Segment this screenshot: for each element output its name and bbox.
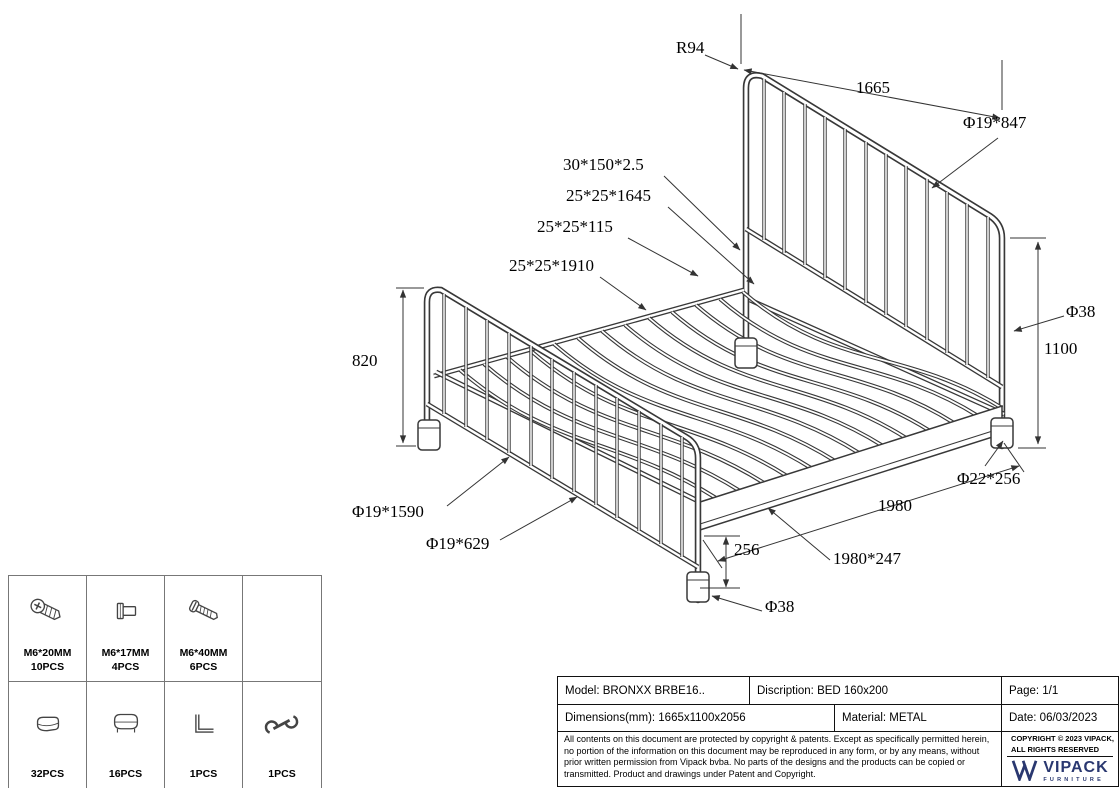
title-block-row-2: Dimensions(mm): 1665x1100x2056 Material:… <box>558 705 1118 732</box>
dim-label-width-1665: 1665 <box>856 78 890 97</box>
part-cell-m6-17: M6*17MM 4PCS <box>87 576 165 682</box>
part-spec: M6*20MM <box>23 646 72 659</box>
part-spec: M6*40MM <box>179 646 228 659</box>
copyright-lines: COPYRIGHT © 2023 VIPACK, ALL RIGHTS RESE… <box>1006 732 1114 756</box>
barrel-nut-icon <box>103 576 149 646</box>
part-qty: 1PCS <box>268 767 296 780</box>
part-qty: 16PCS <box>108 767 143 780</box>
part-cell-caps-16: 16PCS <box>87 682 165 788</box>
footboard <box>423 286 702 604</box>
brand-name: VIPACK <box>1043 759 1109 776</box>
dim-label-height-820: 820 <box>352 351 378 370</box>
dim-label-tube-25-1910: 25*25*1910 <box>509 256 594 275</box>
description-cell: Discription: BED 160x200 <box>750 677 1002 705</box>
flat-screw-icon <box>25 576 71 646</box>
dimensions-cell: Dimensions(mm): 1665x1100x2056 <box>558 705 835 731</box>
dim-label-bar-1590: Φ19*1590 <box>352 502 424 521</box>
part-cell-m6-40: M6*40MM 6PCS <box>165 576 243 682</box>
part-cell-allen-key: 1PCS <box>165 682 243 788</box>
dim-label-length-1980: 1980 <box>878 496 912 515</box>
brand-subtitle: FURNITURE <box>1043 777 1104 783</box>
part-cell-wrench: 1PCS <box>243 682 321 788</box>
corner-cap-icon <box>25 682 71 767</box>
pan-screw-icon <box>181 576 227 646</box>
copyright-paragraph: All contents on this document are protec… <box>558 732 1002 786</box>
dimension-lines <box>396 14 1065 612</box>
slat-platform <box>433 287 1006 532</box>
dim-label-dia-38-foot: Φ38 <box>765 597 795 616</box>
hardware-parts-table: M6*20MM 10PCS M6*17MM 4PCS M6*40MM 6PCS … <box>8 575 322 788</box>
part-qty: 4PCS <box>111 660 140 673</box>
dim-label-bar-629: Φ19*629 <box>426 534 490 553</box>
brand-cell: COPYRIGHT © 2023 VIPACK, ALL RIGHTS RESE… <box>1002 732 1118 786</box>
copyright-line-2: ALL RIGHTS RESERVED <box>1011 744 1100 754</box>
vipack-logo: VIPACK FURNITURE <box>1007 756 1113 786</box>
vipack-logo-mark-icon <box>1011 759 1039 784</box>
page-cell: Page: 1/1 <box>1009 684 1059 697</box>
allen-key-icon <box>181 682 227 767</box>
feet <box>417 337 1014 603</box>
part-cell-caps-32: 32PCS <box>9 682 87 788</box>
part-cell-empty <box>243 576 321 682</box>
part-qty: 6PCS <box>189 660 218 673</box>
wrench-icon <box>259 682 305 767</box>
part-spec: M6*17MM <box>101 646 150 659</box>
dim-label-foot-22-256: Φ22*256 <box>957 469 1021 488</box>
copyright-line-1: COPYRIGHT © 2023 VIPACK, <box>1011 734 1114 743</box>
dim-label-rail-30-150: 30*150*2.5 <box>563 155 644 174</box>
date-cell: Date: 06/03/2023 <box>1009 712 1098 725</box>
title-block-row-3: All contents on this document are protec… <box>558 732 1118 786</box>
title-block-row-1: Model: BRONXX BRBE16.. Discription: BED … <box>558 677 1118 706</box>
dim-label-tube-25-1645: 25*25*1645 <box>566 186 651 205</box>
part-qty: 32PCS <box>30 767 65 780</box>
material-cell: Material: METAL <box>835 705 1002 731</box>
dim-label-tube-25-115: 25*25*115 <box>537 217 613 236</box>
part-qty: 10PCS <box>30 660 65 673</box>
dim-label-bar-847: Φ19*847 <box>963 113 1027 132</box>
dim-label-base-1980-247: 1980*247 <box>833 549 901 568</box>
dim-label-height-1100: 1100 <box>1044 339 1078 358</box>
dim-label-height-256: 256 <box>734 540 760 559</box>
part-qty: 1PCS <box>189 767 218 780</box>
glide-cap-icon <box>103 682 149 767</box>
dim-label-dia-38-post: Φ38 <box>1066 302 1096 321</box>
model-cell: Model: BRONXX BRBE16.. <box>558 677 750 705</box>
title-block: Model: BRONXX BRBE16.. Discription: BED … <box>557 676 1119 787</box>
part-cell-m6-20: M6*20MM 10PCS <box>9 576 87 682</box>
dim-label-r94: R94 <box>676 38 705 57</box>
